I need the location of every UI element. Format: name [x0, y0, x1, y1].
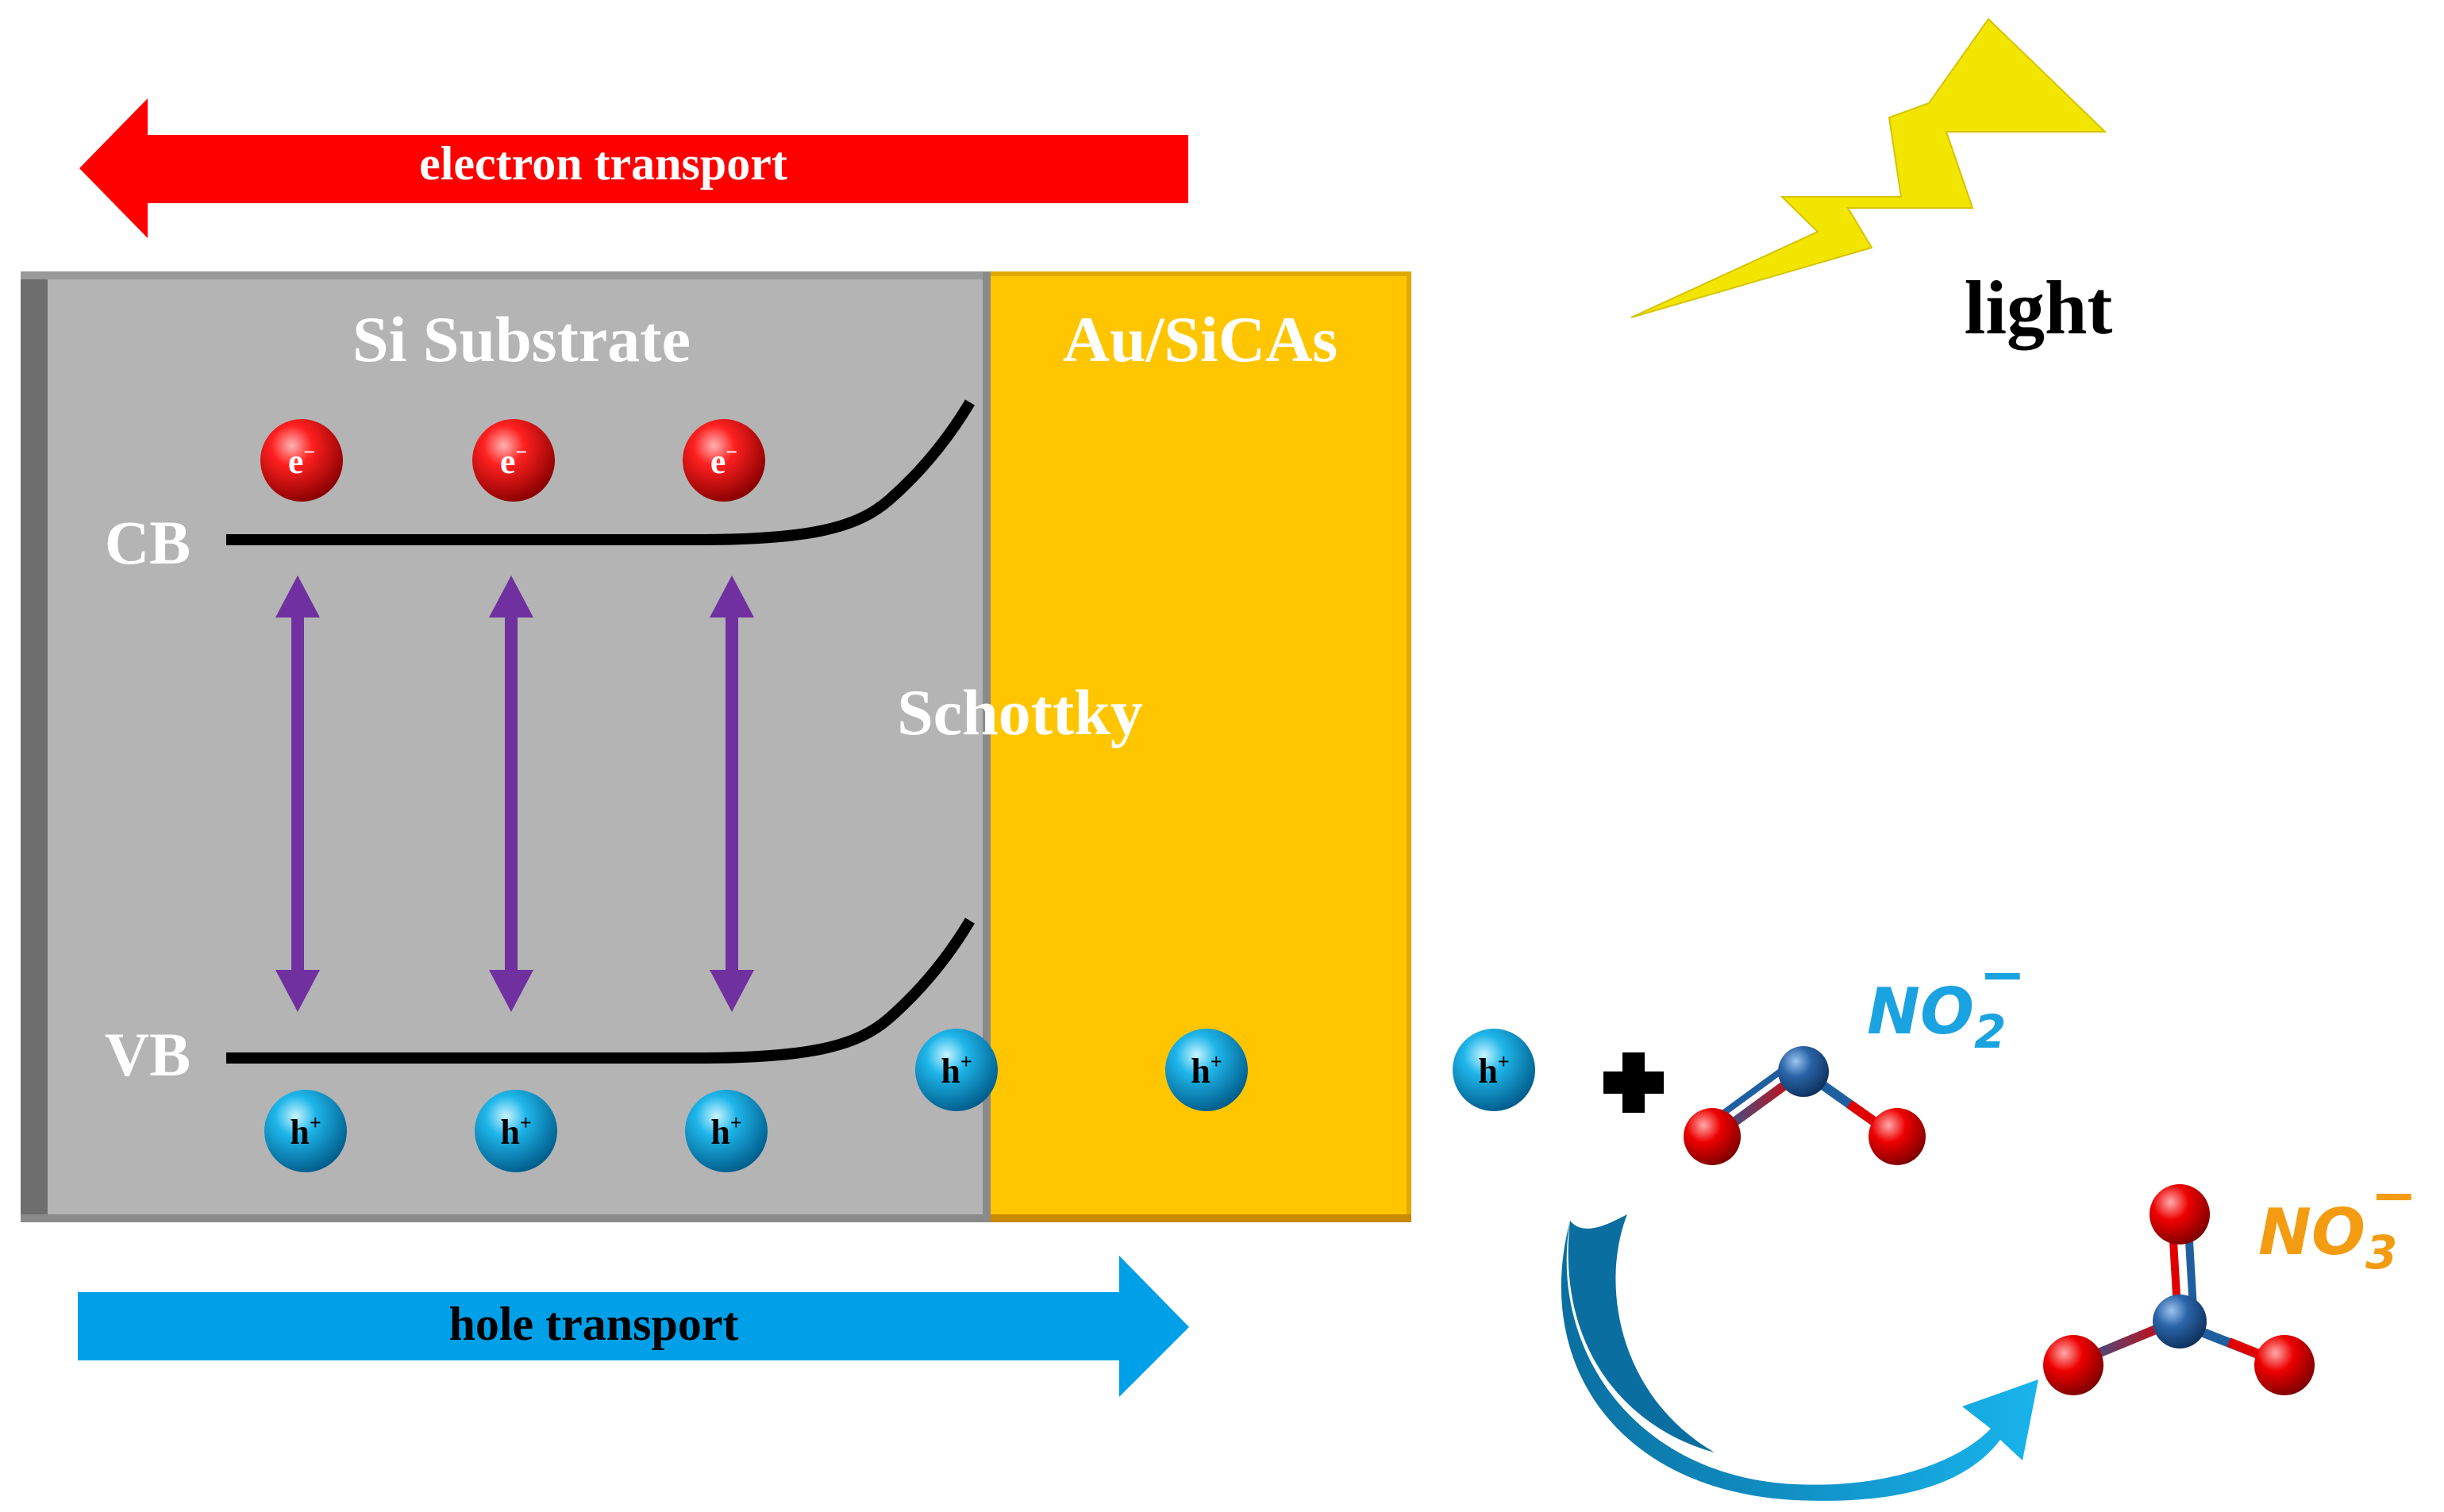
- hole-4: h+: [915, 1029, 998, 1111]
- hole-2: h+: [475, 1090, 557, 1172]
- excitation-arrow-3: [710, 575, 754, 1012]
- nitrate-formula: NO3−: [2258, 1163, 2417, 1279]
- au-sicas-label: Au/SiCAs: [1063, 303, 1337, 375]
- hole-5: h+: [1165, 1029, 1248, 1111]
- electron-2: e−: [472, 419, 555, 502]
- si-substrate-label: Si Substrate: [352, 303, 691, 375]
- excitation-arrow-1: [275, 575, 320, 1012]
- schottky-label: Schottky: [897, 676, 1143, 748]
- hole-transport-arrow: [78, 1256, 1189, 1397]
- svg-text:h+: h+: [1191, 1050, 1222, 1091]
- hole-transport-label: hole transport: [449, 1298, 739, 1350]
- svg-text:e−: e−: [500, 441, 527, 481]
- svg-text:h+: h+: [500, 1111, 531, 1152]
- svg-text:h+: h+: [1478, 1050, 1509, 1091]
- svg-text:h+: h+: [290, 1111, 321, 1152]
- plus-icon: [1603, 1052, 1664, 1113]
- svg-text:h+: h+: [941, 1050, 972, 1091]
- electron-3: e−: [683, 419, 765, 502]
- nitrate-molecule: [2043, 1184, 2315, 1395]
- cb-label: CB: [105, 508, 191, 577]
- lightning-bolt-icon: [1630, 17, 2107, 318]
- electron-transport-label: electron transport: [419, 137, 787, 190]
- electron-transport-arrow: [79, 98, 1188, 238]
- conversion-curved-arrow: [1561, 1214, 2038, 1501]
- light-label: light: [1965, 265, 2113, 350]
- svg-text:e−: e−: [710, 441, 737, 481]
- excitation-arrow-2: [489, 575, 533, 1012]
- nitrite-molecule: [1684, 1046, 1926, 1165]
- hole-3: h+: [685, 1090, 768, 1172]
- hole-1: h+: [264, 1090, 347, 1172]
- svg-text:h+: h+: [710, 1111, 741, 1152]
- hole-6: h+: [1453, 1029, 1535, 1111]
- electron-1: e−: [260, 419, 343, 502]
- conduction-band-line: [226, 399, 976, 545]
- vb-label: VB: [105, 1020, 191, 1089]
- valence-band-line: [226, 918, 976, 1064]
- nitrite-formula: NO2−: [1867, 942, 2026, 1059]
- svg-text:e−: e−: [288, 441, 315, 481]
